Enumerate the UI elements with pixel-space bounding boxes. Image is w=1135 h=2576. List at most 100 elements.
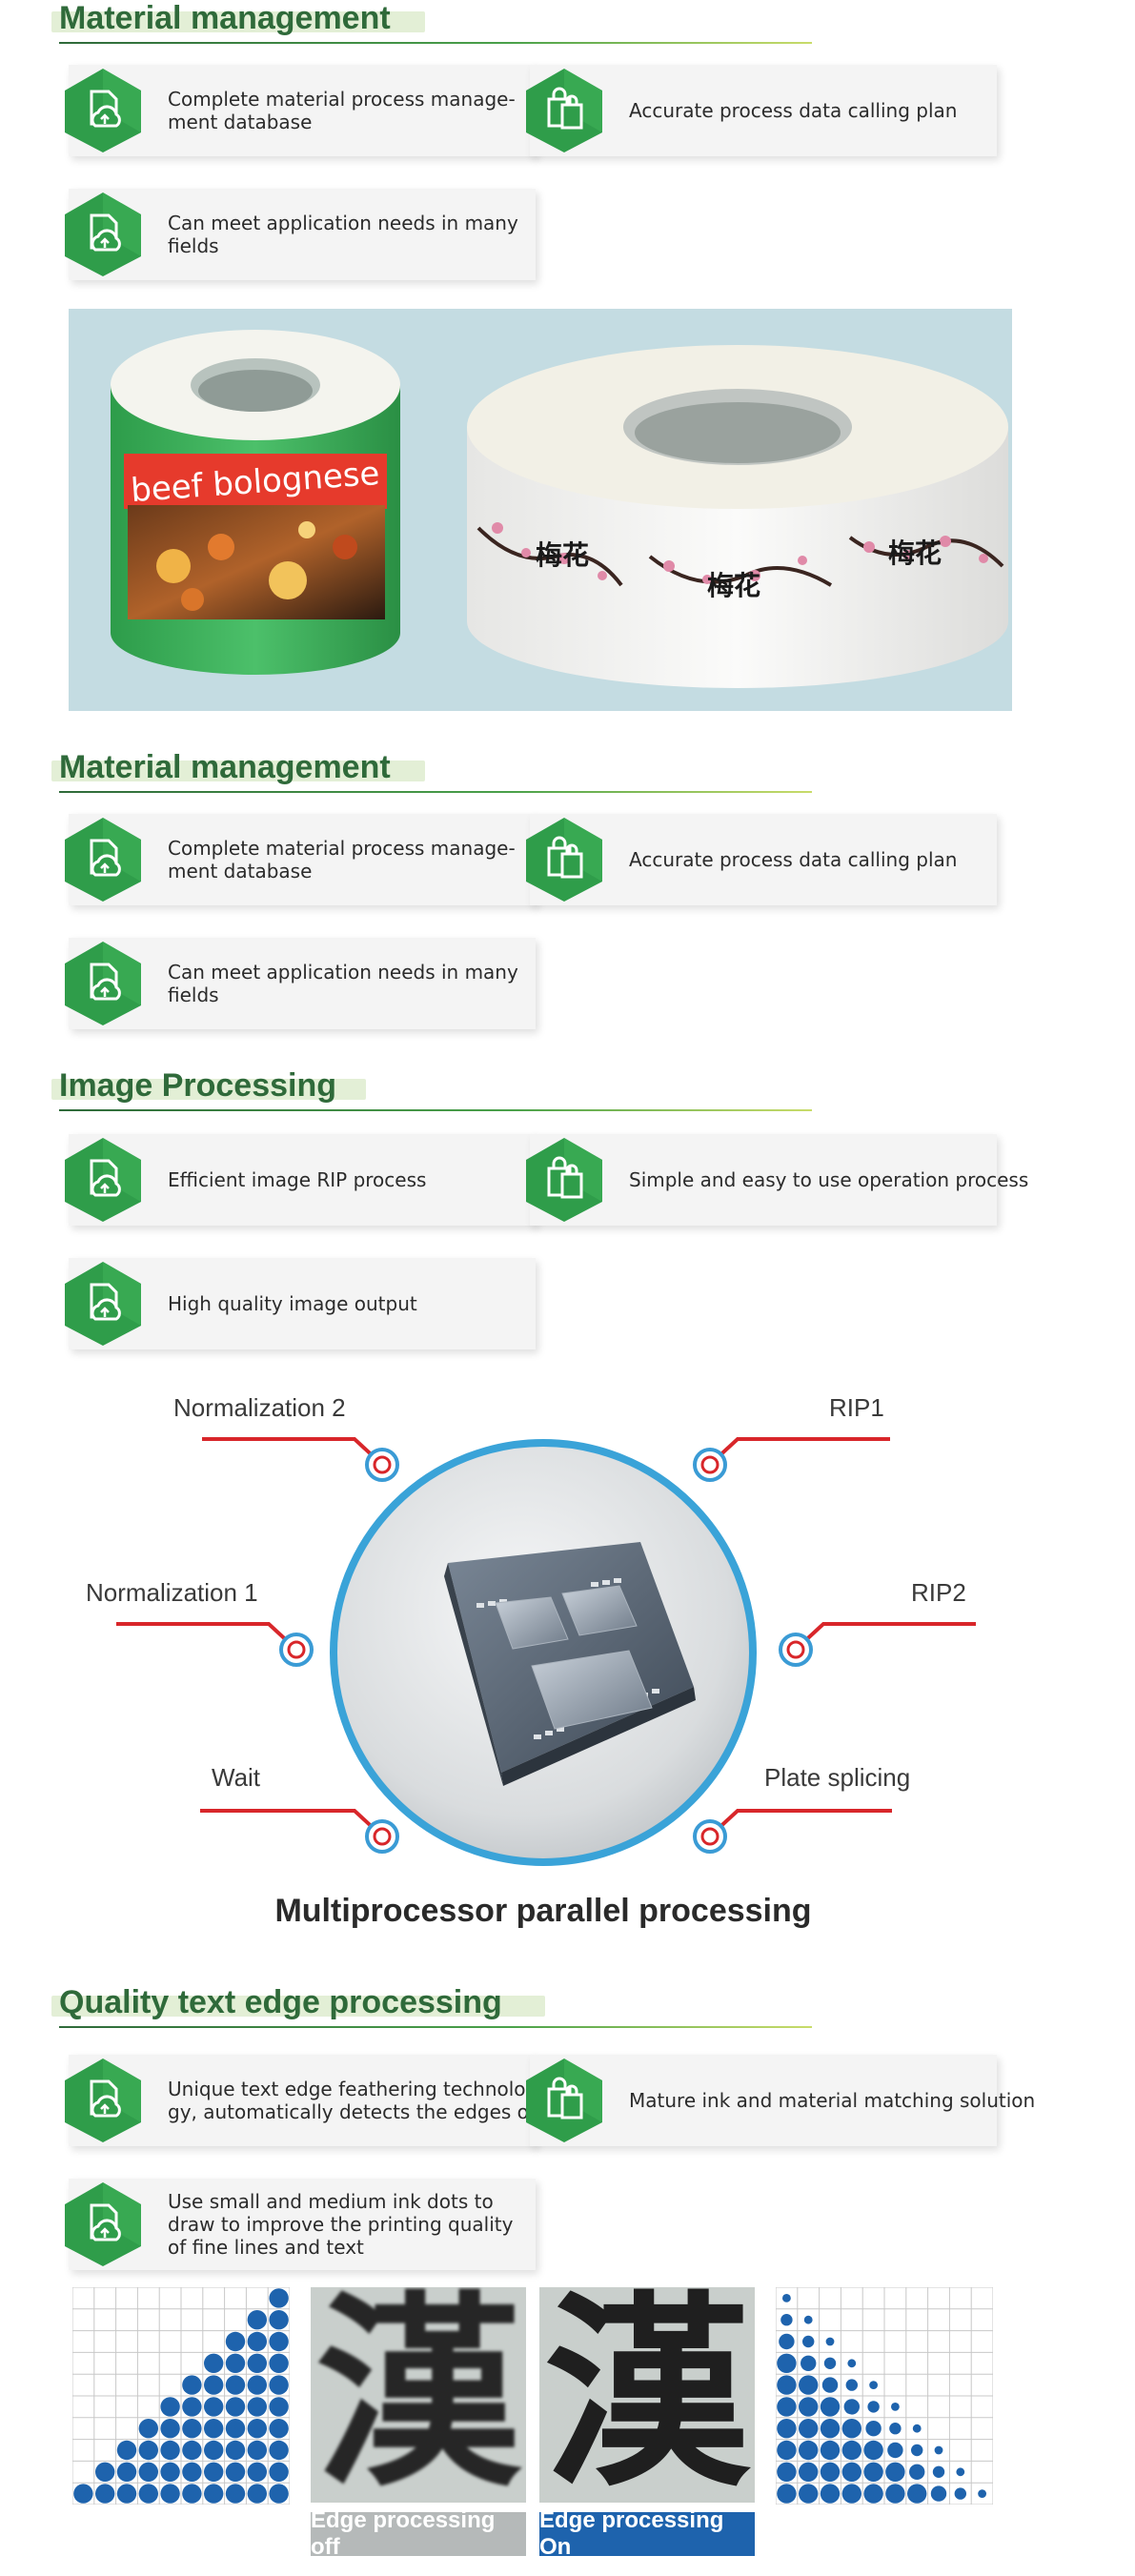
ink-dot (841, 2419, 861, 2439)
ink-dot (887, 2442, 903, 2459)
ink-dot (247, 2484, 267, 2504)
edge-processing-off-label: Edge processing off (311, 2507, 526, 2560)
feature-text: Mature ink and material matching solutio… (629, 2089, 1036, 2112)
shopping-bags-icon (526, 2059, 602, 2142)
ink-dot (182, 2462, 202, 2482)
ink-dot (954, 2487, 966, 2500)
heading-rule (59, 42, 812, 44)
ink-dot (247, 2353, 267, 2373)
ink-dot (269, 2397, 289, 2417)
feature-card: Efficient image RIP process (65, 1134, 536, 1226)
document-cloud-icon (65, 193, 141, 276)
heading-highlight (51, 761, 425, 781)
feature-text: Complete material process manage- ment d… (168, 837, 516, 882)
heading-rule (59, 1109, 812, 1111)
ink-dot (182, 2375, 202, 2395)
ink-dot-grid-left (72, 2287, 290, 2505)
callout-label: Wait (212, 1763, 261, 1792)
shopping-bags-icon (526, 818, 602, 902)
ink-dot (95, 2462, 115, 2482)
ink-dot (841, 2484, 861, 2504)
document-cloud-icon (65, 2182, 141, 2266)
ink-dot (843, 2399, 860, 2415)
processor-diagram: Normalization 2 RIP1 Normalization 1 RIP… (0, 1382, 1135, 1954)
ink-dot (911, 2444, 923, 2457)
callout-label: Plate splicing (764, 1763, 911, 1792)
callout-label: Normalization 1 (86, 1578, 258, 1607)
ink-dot (225, 2440, 246, 2461)
ink-dot (247, 2462, 267, 2482)
ink-dot (907, 2484, 927, 2504)
feature-text: Unique text edge feathering technolo- gy… (168, 2078, 536, 2123)
ink-dot (889, 2423, 902, 2435)
ink-dot (204, 2397, 224, 2417)
ink-dot (777, 2353, 797, 2373)
ink-dot (841, 2440, 861, 2461)
feature-card: Use small and medium ink dots to draw to… (65, 2179, 536, 2270)
document-cloud-icon (65, 942, 141, 1025)
ink-dot (204, 2375, 224, 2395)
edge-off-sample: 漢 (311, 2287, 526, 2503)
ink-dot (847, 2359, 857, 2368)
ink-dot (160, 2484, 180, 2504)
sample-character: 漢 (543, 2287, 750, 2503)
reel-label: 梅花 (888, 538, 942, 569)
ink-dot (182, 2484, 202, 2504)
ink-dot (182, 2440, 202, 2461)
ink-dot (138, 2440, 158, 2461)
feature-text: Can meet application needs in many field… (168, 212, 518, 257)
ink-dot (825, 2337, 835, 2346)
ink-dot (269, 2353, 289, 2373)
sample-character: 漢 (314, 2287, 521, 2503)
feature-text: Complete material process manage- ment d… (168, 88, 516, 133)
feature-card: Accurate process data calling plan (526, 65, 997, 156)
ink-dot (799, 2397, 819, 2417)
ink-dot (820, 2440, 841, 2461)
ink-dot (865, 2421, 882, 2437)
section-heading: Material management (51, 749, 812, 797)
section-title: Quality text edge processing (59, 1984, 502, 2020)
document-cloud-icon (65, 1138, 141, 1222)
ink-dot (820, 2462, 841, 2482)
ink-dot (160, 2419, 180, 2439)
ink-dot (956, 2467, 965, 2477)
heading-highlight (51, 11, 425, 32)
ink-dot (225, 2331, 246, 2352)
ink-dot (269, 2462, 289, 2482)
feature-text: Simple and easy to use operation process (629, 1168, 1029, 1191)
ink-dot-grid-right (776, 2287, 993, 2505)
ink-dot (820, 2484, 841, 2504)
material-reels-image: beef bolognese 梅花 梅花 梅花 (69, 309, 1012, 711)
ink-dot (978, 2489, 986, 2498)
ink-dot (247, 2397, 267, 2417)
ink-dot (863, 2440, 883, 2461)
ink-dot (782, 2294, 791, 2302)
ink-dot (799, 2484, 819, 2504)
heading-highlight (51, 1996, 545, 2017)
ink-dot (269, 2310, 289, 2330)
ink-dot (95, 2484, 115, 2504)
feature-card: Complete material process manage- ment d… (65, 814, 536, 905)
ink-dot (247, 2331, 267, 2352)
ink-dot (802, 2335, 815, 2348)
ink-dot (269, 2288, 289, 2308)
ink-dot (225, 2419, 246, 2439)
ink-dot (182, 2419, 202, 2439)
ink-dot (73, 2484, 93, 2504)
processor-graphic (116, 1437, 976, 1866)
document-cloud-icon (65, 2059, 141, 2142)
ink-dot (863, 2484, 883, 2504)
ink-dot (820, 2397, 841, 2417)
ink-dot (247, 2375, 267, 2395)
ink-dot (930, 2485, 947, 2502)
ink-dot (912, 2424, 922, 2433)
ink-dot (269, 2375, 289, 2395)
ink-dot (160, 2397, 180, 2417)
ink-dot (247, 2419, 267, 2439)
ink-dot (777, 2397, 797, 2417)
ink-dot (204, 2484, 224, 2504)
reels-illustration: beef bolognese 梅花 梅花 梅花 (111, 330, 1008, 688)
ink-dot (799, 2375, 819, 2395)
feature-card: Complete material process manage- ment d… (65, 65, 536, 156)
heading-rule (59, 791, 812, 793)
